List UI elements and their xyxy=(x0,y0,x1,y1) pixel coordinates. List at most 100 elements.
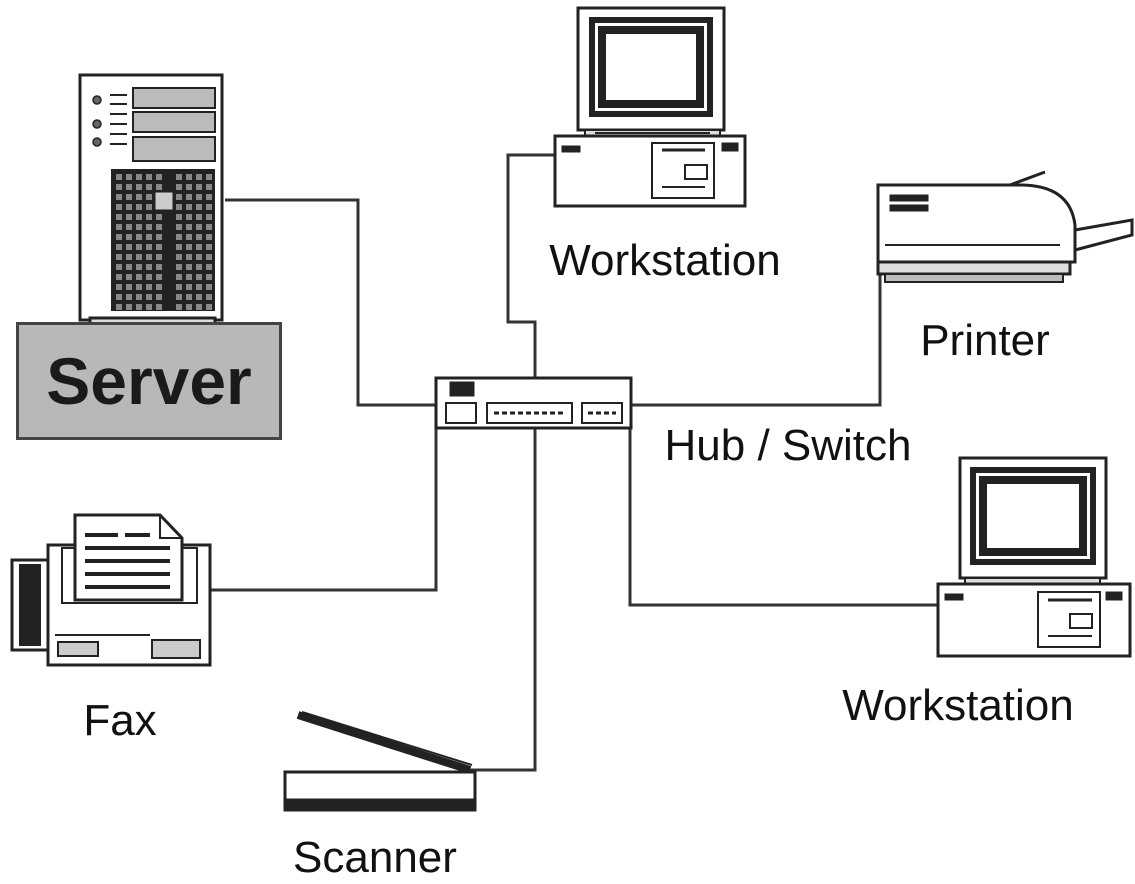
label-workstation-top: Workstation xyxy=(549,236,781,285)
grille-cell xyxy=(126,194,132,200)
desktop-computer-icon xyxy=(936,456,1132,658)
grille-cell xyxy=(196,264,202,270)
grille-cell xyxy=(136,264,142,270)
grille-cell xyxy=(136,224,142,230)
grille-cell xyxy=(116,184,122,190)
grille-cell xyxy=(116,204,122,210)
grille-cell xyxy=(146,204,152,210)
grille-cell xyxy=(186,284,192,290)
grille-cell xyxy=(146,194,152,200)
grille-cell xyxy=(186,174,192,180)
label-fax: Fax xyxy=(83,696,156,745)
grille-cell xyxy=(196,274,202,280)
grille-cell xyxy=(196,294,202,300)
grille-cell xyxy=(136,174,142,180)
link-server-hub xyxy=(225,198,438,407)
grille-cell xyxy=(146,244,152,250)
grille-cell xyxy=(126,214,132,220)
label-printer: Printer xyxy=(920,316,1050,365)
grille-cell xyxy=(196,234,202,240)
grille-cell xyxy=(116,224,122,230)
label-workstation-bottom: Workstation xyxy=(842,681,1074,730)
grille-cell xyxy=(176,264,182,270)
grille-cell xyxy=(136,274,142,280)
grille-cell xyxy=(146,294,152,300)
grille-cell xyxy=(206,254,212,260)
grille-latch xyxy=(154,191,174,211)
grille-cell xyxy=(206,224,212,230)
grille-cell xyxy=(196,284,202,290)
grille-cell xyxy=(176,214,182,220)
grille-cell xyxy=(156,174,162,180)
grille-cell xyxy=(206,244,212,250)
grille-cell xyxy=(176,294,182,300)
grille-cell xyxy=(206,264,212,270)
grille-cell xyxy=(116,174,122,180)
fax-machine-icon xyxy=(10,513,212,667)
grille-cell xyxy=(156,224,162,230)
grille-cell xyxy=(156,274,162,280)
grille-cell xyxy=(116,194,122,200)
grille-cell xyxy=(116,294,122,300)
grille-cell xyxy=(196,174,202,180)
grille-cell xyxy=(206,304,212,310)
grille-cell xyxy=(196,184,202,190)
grille-cell xyxy=(126,254,132,260)
grille-cell xyxy=(186,204,192,210)
grille-cell xyxy=(186,194,192,200)
grille-cell xyxy=(126,174,132,180)
grille-cell xyxy=(176,174,182,180)
grille-cell xyxy=(136,184,142,190)
server-grille-pattern xyxy=(116,174,212,310)
grille-cell xyxy=(116,254,122,260)
grille-cell xyxy=(196,194,202,200)
grille-cell xyxy=(176,184,182,190)
link-workstation-top-hub xyxy=(506,153,555,378)
grille-cell xyxy=(126,304,132,310)
grille-cell xyxy=(176,194,182,200)
grille-cell xyxy=(196,214,202,220)
grille-cell xyxy=(146,174,152,180)
grille-cell xyxy=(186,254,192,260)
grille-cell xyxy=(156,264,162,270)
grille-cell xyxy=(146,214,152,220)
grille-cell xyxy=(116,214,122,220)
grille-cell xyxy=(176,244,182,250)
grille-cell xyxy=(206,284,212,290)
grille-cell xyxy=(176,284,182,290)
grille-cell xyxy=(116,264,122,270)
link-fax-hub xyxy=(210,425,438,592)
grille-cell xyxy=(156,214,162,220)
grille-cell xyxy=(196,204,202,210)
grille-cell xyxy=(156,254,162,260)
grille-cell xyxy=(116,244,122,250)
grille-cell xyxy=(176,204,182,210)
grille-cell xyxy=(146,274,152,280)
grille-cell xyxy=(156,234,162,240)
grille-cell xyxy=(146,264,152,270)
network-hub-icon xyxy=(434,376,633,430)
grille-cell xyxy=(136,244,142,250)
grille-cell xyxy=(146,224,152,230)
grille-cell xyxy=(156,184,162,190)
link-scanner-hub xyxy=(470,425,537,772)
grille-cell xyxy=(176,224,182,230)
grille-cell xyxy=(206,294,212,300)
grille-cell xyxy=(116,274,122,280)
grille-cell xyxy=(186,244,192,250)
grille-cell xyxy=(116,304,122,310)
grille-cell xyxy=(186,264,192,270)
grille-cell xyxy=(146,234,152,240)
grille-cell xyxy=(136,194,142,200)
grille-cell xyxy=(206,184,212,190)
grille-cell xyxy=(136,254,142,260)
grille-cell xyxy=(116,284,122,290)
grille-cell xyxy=(156,284,162,290)
grille-cell xyxy=(156,304,162,310)
label-hub: Hub / Switch xyxy=(665,421,912,470)
grille-cell xyxy=(206,274,212,280)
grille-cell xyxy=(186,304,192,310)
link-printer-hub xyxy=(630,260,882,407)
grille-cell xyxy=(186,224,192,230)
